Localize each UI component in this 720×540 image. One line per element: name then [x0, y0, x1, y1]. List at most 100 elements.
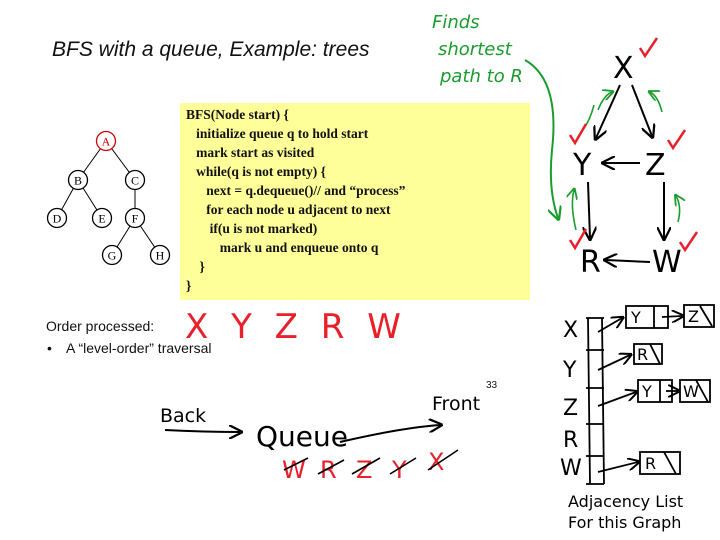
list-node — [683, 304, 715, 328]
finds-note-line: shortest — [438, 39, 513, 60]
queue-item: R — [320, 456, 337, 484]
graph-edge — [588, 181, 590, 238]
tree-node-h: H — [149, 244, 171, 266]
tree-node-f: F — [124, 207, 146, 229]
list-node — [639, 451, 681, 475]
traversal-hint — [650, 92, 663, 113]
list-node-label: Y — [630, 308, 641, 327]
back-arrow — [164, 430, 240, 432]
list-node — [633, 343, 663, 365]
queue-item: W — [282, 456, 306, 484]
list-node-label: W — [683, 382, 699, 401]
tree-node-c: C — [124, 169, 146, 191]
adjacency-row-label: Z — [563, 396, 578, 421]
tree-node-e: E — [91, 207, 113, 229]
code-line: if(u is not marked) — [186, 221, 318, 236]
graph-edge — [606, 260, 651, 262]
code-line: while(q is not empty) { — [186, 164, 326, 179]
traversal-hint — [676, 196, 680, 223]
code-line: next = q.dequeue()// and “process” — [186, 183, 406, 198]
order-processed-label: Order processed: — [46, 318, 155, 334]
tree-node-label: C — [131, 174, 139, 188]
adjacency-row-label: R — [563, 428, 578, 453]
list-node-label: R — [637, 345, 648, 364]
queue-item: Z — [356, 456, 372, 484]
code-line: } — [186, 278, 192, 293]
list-node — [679, 379, 711, 403]
tree-node-g: G — [101, 244, 123, 266]
tree-node-b: B — [67, 169, 89, 191]
tree-diagram: A B C D E F G H — [46, 130, 171, 266]
queue-item: Y — [391, 456, 407, 484]
code-box: BFS(Node start) { initialize queue q to … — [180, 103, 530, 300]
queue-back-label: Back — [160, 405, 206, 427]
code-line: mark u and enqueue onto q — [186, 240, 379, 255]
queue-front-label: Front — [432, 393, 480, 415]
tree-node-d: D — [46, 207, 68, 229]
check-mark-icon — [666, 129, 687, 151]
front-arrow — [339, 425, 440, 443]
adjacency-array — [586, 317, 604, 485]
finds-note-arrow — [524, 59, 558, 218]
slide-title: BFS with a queue, Example: trees — [52, 38, 370, 61]
graph-node-label: Y — [572, 148, 592, 183]
graph-edge — [631, 84, 652, 136]
order-letters: X Y Z R W — [185, 307, 407, 347]
list-node-label: Z — [688, 307, 699, 326]
graph-node-label: Z — [645, 148, 666, 183]
finds-note-line: path to R — [439, 66, 523, 87]
check-mark-icon — [638, 37, 659, 59]
strike-mark — [283, 457, 309, 471]
tree-node-label: A — [102, 135, 111, 149]
tree-node-a: A — [95, 130, 117, 152]
code-line: initialize queue q to hold start — [186, 126, 369, 141]
tree-node-label: H — [156, 249, 165, 263]
check-mark-icon — [568, 228, 588, 251]
check-mark-icon — [678, 231, 699, 253]
traversal-hint — [597, 92, 612, 111]
tree-node-label: E — [98, 212, 105, 226]
code-line: } — [186, 259, 205, 274]
finds-note-line: Finds — [432, 12, 480, 33]
adjacency-pointer — [661, 316, 682, 317]
adjacency-pointer — [597, 318, 622, 333]
graph-node-label: W — [652, 245, 682, 280]
list-node-label: Y — [641, 382, 652, 401]
code-line: mark start as visited — [186, 145, 315, 160]
strike-mark — [351, 457, 381, 475]
tree-node-label: G — [108, 249, 117, 263]
adjacency-caption: Adjacency List — [568, 492, 683, 511]
adjacency-row-label: W — [560, 456, 582, 481]
graph-node-label: X — [613, 51, 634, 86]
tree-node-label: D — [53, 212, 62, 226]
adjacency-caption: For this Graph — [568, 513, 681, 532]
adjacency-pointer — [597, 392, 636, 407]
strike-mark — [389, 457, 417, 475]
list-node-label: R — [645, 454, 656, 473]
null-pointer — [699, 305, 713, 327]
queue-label: Queue — [256, 420, 348, 453]
code-line: for each node u adjacent to next — [186, 202, 391, 217]
traversal-hint — [572, 190, 576, 231]
tree-node-label: F — [132, 212, 139, 226]
bullet-dot: • — [47, 340, 52, 356]
page-number: 33 — [486, 380, 498, 391]
strike-mark — [317, 459, 345, 475]
adjacency-row-label: X — [563, 318, 578, 343]
adjacency-pointer — [597, 462, 638, 473]
check-mark-icon — [568, 123, 588, 146]
tree-node-label: B — [74, 174, 82, 188]
null-pointer — [649, 343, 661, 365]
adjacency-pointer — [597, 355, 630, 371]
graph-edge — [596, 84, 621, 138]
queue-item: X — [428, 448, 444, 476]
graph-node-label: R — [580, 245, 601, 280]
null-pointer — [663, 451, 677, 475]
code-line: BFS(Node start) { — [186, 107, 289, 122]
adjacency-array — [587, 317, 605, 485]
strike-mark — [427, 449, 459, 471]
null-pointer — [695, 379, 709, 403]
adjacency-row-label: Y — [562, 358, 577, 383]
bullet-text: A “level-order” traversal — [66, 340, 212, 356]
